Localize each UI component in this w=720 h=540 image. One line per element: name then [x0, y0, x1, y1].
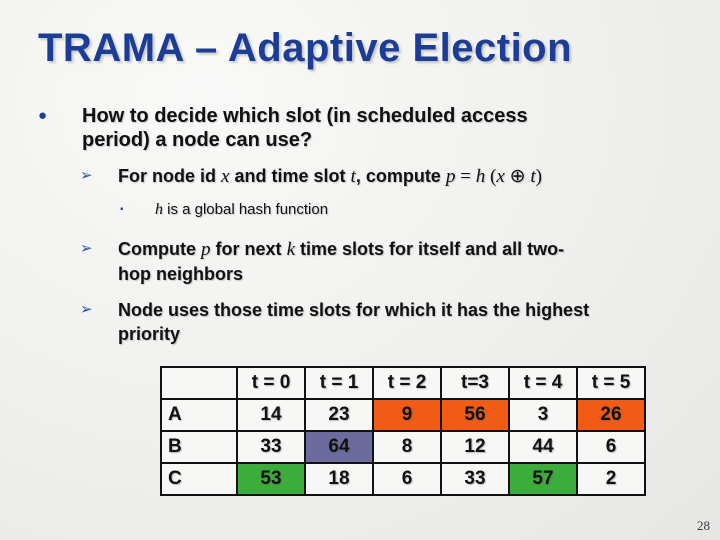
arrow-bullet-icon: ➢ — [80, 167, 93, 184]
square-bullet-icon: ▪ — [120, 204, 124, 215]
bullet-item: ● How to decide which slot (in scheduled … — [0, 104, 700, 152]
table-cell: 44 — [508, 430, 578, 464]
column-header: t = 1 — [304, 366, 374, 400]
bullet-text: For node id x and time slot t, compute p… — [118, 166, 543, 187]
table-cell: 9 — [372, 398, 442, 432]
table-cell: 3 — [508, 398, 578, 432]
column-header: t=3 — [440, 366, 510, 400]
table-cell: 33 — [440, 462, 510, 496]
table-cell: 57 — [508, 462, 578, 496]
bullet-item: ➢ Compute p for next k time slots for its… — [0, 237, 700, 286]
table-cell: 33 — [236, 430, 306, 464]
table-cell: 23 — [304, 398, 374, 432]
table-cell: 64 — [304, 430, 374, 464]
column-header: t = 2 — [372, 366, 442, 400]
table-cell: 53 — [236, 462, 306, 496]
column-header: t = 0 — [236, 366, 306, 400]
disc-bullet-icon: ● — [38, 107, 48, 124]
table-cell: 18 — [304, 462, 374, 496]
bullet-text: Compute p for next k time slots for itse… — [118, 239, 565, 284]
table-cell: 2 — [576, 462, 646, 496]
page-number: 28 — [697, 518, 710, 533]
bullet-list: ● How to decide which slot (in scheduled … — [0, 104, 700, 358]
arrow-bullet-icon: ➢ — [80, 240, 93, 257]
table-cell: 8 — [372, 430, 442, 464]
row-header: C — [160, 462, 238, 496]
table-cell: 26 — [576, 398, 646, 432]
table-cell: 56 — [440, 398, 510, 432]
bullet-item: ➢ Node uses those time slots for which it… — [0, 298, 700, 346]
table-cell: 6 — [576, 430, 646, 464]
table-cell: 12 — [440, 430, 510, 464]
bullet-item: ▪ h is a global hash function — [0, 201, 700, 219]
corner-cell — [160, 366, 238, 400]
table-cell: 14 — [236, 398, 306, 432]
slide-title: TRAMA – Adaptive Election — [38, 26, 573, 70]
bullet-text: Node uses those time slots for which it … — [118, 300, 590, 344]
bullet-text: h is a global hash function — [155, 201, 329, 218]
table-cell: 6 — [372, 462, 442, 496]
row-header: A — [160, 398, 238, 432]
column-header: t = 4 — [508, 366, 578, 400]
column-header: t = 5 — [576, 366, 646, 400]
arrow-bullet-icon: ➢ — [80, 301, 93, 318]
bullet-text: How to decide which slot (in scheduled a… — [82, 105, 528, 151]
row-header: B — [160, 430, 238, 464]
bullet-item: ➢ For node id x and time slot t, compute … — [0, 164, 700, 189]
